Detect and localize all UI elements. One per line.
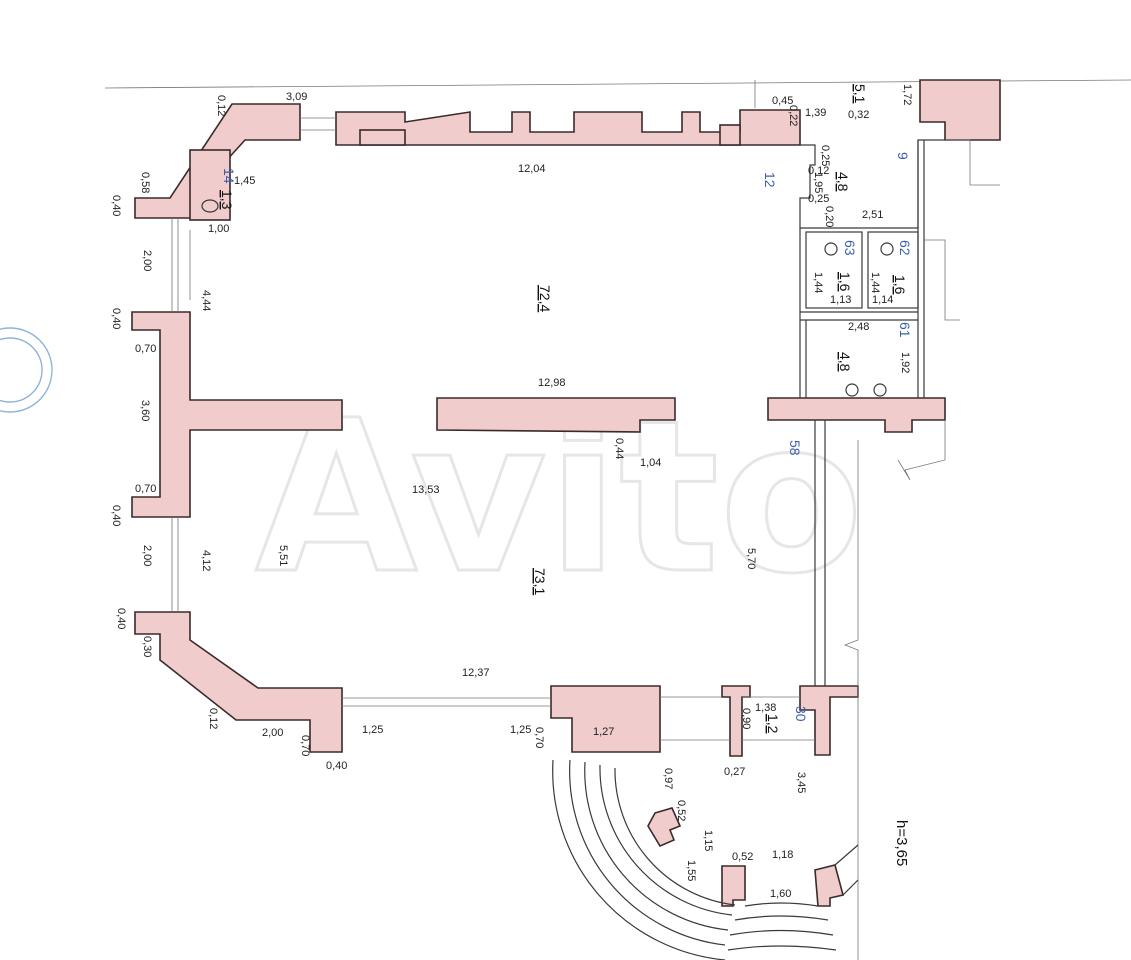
dimension-label: 0,97 [662, 768, 674, 789]
dimension-label: 0,52 [675, 800, 687, 821]
dimension-label: 12,98 [538, 377, 566, 389]
dimension-label: 2,00 [141, 545, 153, 566]
room-number-9: 9 [895, 152, 911, 160]
dimension-label: 0,20 [823, 206, 835, 227]
area-label-63: 1,6 [837, 272, 853, 292]
dimension-label: 0,40 [110, 308, 122, 329]
dimension-label: 0,58 [139, 172, 151, 193]
dimension-label: 0,40 [326, 760, 347, 772]
dimension-label: 1,45 [234, 175, 255, 187]
wall-bottom-left [134, 611, 343, 753]
area-label-62: 1,6 [892, 275, 908, 295]
corridor-area-label: 5,1 [852, 84, 868, 104]
room-labels: 72,4 12 4,8 9 63 1,6 62 1,6 61 4,8 58 73… [219, 84, 913, 734]
dimension-label: 1,44 [869, 272, 881, 293]
dimension-label: 4,12 [200, 550, 212, 571]
dimension-label: 3,45 [795, 772, 807, 793]
dimension-label: 12,37 [462, 667, 490, 679]
dimension-label: 0,45 [772, 95, 793, 107]
wall-top-right [919, 79, 1001, 141]
area-label-14: 1,3 [219, 190, 235, 210]
area-label-12: 72,4 [537, 285, 553, 312]
dimension-label: 3,60 [139, 400, 151, 421]
dimension-label: 2,00 [141, 250, 153, 271]
thin-walls [171, 117, 1000, 960]
dimension-label: 0,40 [110, 195, 122, 216]
room-number-14: 14 [221, 168, 237, 184]
dimension-label: 1,13 [830, 294, 851, 306]
stamp-mark [0, 327, 53, 413]
dimension-label: 2,48 [848, 321, 869, 333]
dimension-label: 0,44 [613, 438, 625, 459]
dimension-label: 1,18 [772, 849, 793, 861]
dimension-label: 0,22 [787, 105, 799, 126]
dimension-label: 2,51 [862, 209, 883, 221]
dimension-label: 0,70 [533, 727, 545, 748]
room-number-30: 30 [793, 706, 809, 722]
dimension-label: 1,00 [208, 223, 229, 235]
walls [131, 79, 1001, 907]
dimension-label: 1,27 [593, 726, 614, 738]
dimension-label: 0,52 [732, 851, 753, 863]
stair-pier-3 [814, 864, 844, 907]
dimension-labels: 3,09 0,12 0,45 0,22 1,39 0,32 1,72 12,04… [110, 84, 913, 900]
wall-small-pier [721, 685, 751, 757]
dimension-label: 1,39 [805, 107, 826, 119]
stair-pier-1 [647, 807, 682, 848]
dimension-label: 3,09 [286, 91, 307, 103]
dimension-label: 0,25 [808, 193, 829, 205]
dimension-label: 2,00 [262, 727, 283, 739]
dimension-label: 0,12 [207, 708, 219, 729]
wall-left-pier [131, 311, 343, 518]
area-label-30: 1,2 [765, 714, 781, 734]
room-number-63: 63 [842, 240, 858, 256]
dimension-label: 1,95 [812, 172, 824, 193]
wall-bottom-middle [550, 685, 661, 753]
room-number-62: 62 [897, 240, 913, 256]
dimension-label: 1,38 [755, 702, 776, 714]
area-label-58: 73,1 [532, 568, 548, 595]
wall-right-junction [767, 397, 946, 433]
dimension-label: 0,30 [141, 636, 153, 657]
dimension-label: 13,53 [412, 484, 440, 496]
dimension-label: 0,32 [848, 109, 869, 121]
room-number-58: 58 [787, 440, 803, 456]
stair-pier-2 [721, 865, 746, 907]
wall-partition [436, 397, 676, 433]
dimension-label: 0,40 [115, 608, 127, 629]
dimension-label: 0,12 [215, 95, 227, 116]
dimension-label: 1,60 [770, 888, 791, 900]
dimension-label: 1,44 [812, 272, 824, 293]
dimension-label: 4,44 [200, 290, 212, 311]
dimension-label: 1,25 [510, 724, 531, 736]
dimension-label: 1,15 [702, 830, 714, 851]
dimension-label: 1,04 [640, 457, 661, 469]
dimension-label: 1,25 [362, 724, 383, 736]
dimension-label: 0,70 [299, 735, 311, 756]
dimension-label: 12,04 [518, 163, 546, 175]
dimension-label: 0,70 [135, 343, 156, 355]
dimension-label: 0,70 [135, 483, 156, 495]
dimension-label: 1,92 [899, 352, 911, 373]
dimension-label: 0,90 [740, 708, 752, 729]
area-label-61: 4,8 [837, 352, 853, 372]
dimension-label: 0,25 [819, 145, 831, 166]
dimension-label: 5,70 [745, 548, 757, 569]
room-number-61: 61 [897, 322, 913, 338]
dimension-label: 0,12 [808, 165, 829, 177]
dimension-label: 1,14 [872, 294, 893, 306]
wall-top [335, 109, 801, 146]
dimension-label: 1,72 [901, 84, 913, 105]
room-number-12: 12 [762, 172, 778, 188]
area-label-9: 4,8 [835, 172, 851, 192]
dimension-label: 1,55 [685, 860, 697, 881]
dimension-label: 0,27 [724, 766, 745, 778]
dimension-label: 0,40 [110, 505, 122, 526]
dimension-label: 5,51 [277, 545, 289, 566]
ceiling-height-label: h=3,65 [893, 820, 910, 866]
